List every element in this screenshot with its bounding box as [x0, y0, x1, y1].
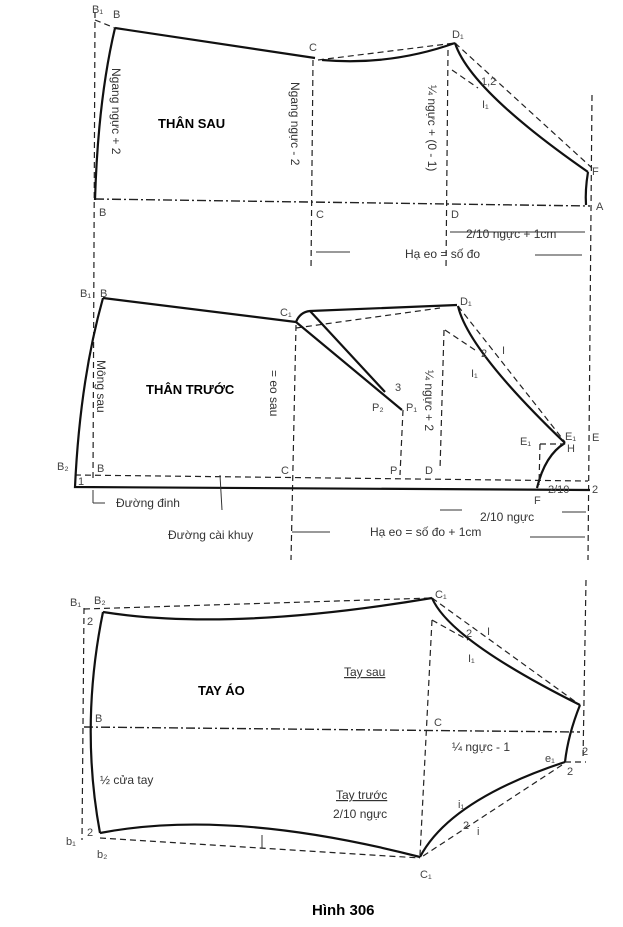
point-label: B — [99, 207, 106, 219]
two-label: 2 — [87, 616, 93, 628]
two-label: 2 — [466, 628, 472, 640]
front-curve-label: 2 — [481, 348, 487, 360]
point-label: b₂ — [97, 849, 107, 861]
point-label: C — [281, 465, 289, 477]
point-label: C₁ — [420, 869, 432, 881]
two-label: 2 — [463, 820, 469, 832]
point-label: I₁ — [471, 368, 478, 380]
point-label: 1 — [78, 476, 84, 488]
back-neck-label: 2/10 ngực + 1cm — [466, 227, 556, 241]
two-label: 2 — [582, 746, 588, 758]
point-label: i — [477, 826, 479, 838]
point-label: D₁ — [452, 29, 464, 41]
point-label: C — [434, 717, 442, 729]
back-waist-label: Hạ eo = số đo — [405, 247, 480, 261]
point-label: P₂ — [372, 402, 384, 414]
point-label: B₂ — [57, 461, 69, 473]
point-label: D — [451, 209, 459, 221]
point-label: D — [425, 465, 433, 477]
point-label: C — [316, 209, 324, 221]
buttonhole-line-label: Đường cài khuy — [168, 528, 253, 542]
front-small-label: 2/10 — [548, 484, 569, 496]
point-label: D₁ — [460, 296, 472, 308]
point-label: i₁ — [458, 799, 464, 811]
point-label: H — [567, 443, 575, 455]
point-label: B — [97, 463, 104, 475]
sleeve-back-label: Tay sau — [344, 665, 385, 679]
point-label: B — [100, 288, 107, 300]
point-label: B — [113, 9, 120, 21]
point-label: B — [95, 713, 102, 725]
front-waist-label: Hạ eo = số đo + 1cm — [370, 525, 481, 539]
point-label: I — [502, 345, 505, 357]
sleeve-front-label: Tay trước — [336, 788, 387, 802]
two-label: 2 — [87, 827, 93, 839]
sleeve-piece — [83, 596, 586, 859]
point-label: B₁ — [92, 4, 103, 16]
front-two-label: 2 — [592, 484, 598, 496]
point-label: C₁ — [435, 589, 447, 601]
point-label: e₁ — [545, 753, 555, 765]
figure-caption: Hình 306 — [312, 902, 375, 919]
point-label: b₁ — [66, 836, 76, 848]
point-label: F — [534, 495, 541, 507]
back-side-label: Ngang ngực + 2 — [109, 68, 123, 155]
point-label: E₁ — [565, 431, 576, 443]
back-piece — [93, 19, 593, 256]
front-neck-label: 2/10 ngực — [480, 510, 534, 524]
point-label: P₁ — [406, 402, 417, 414]
point-label: B₁ — [80, 288, 91, 300]
back-armhole-label: ¼ ngực + (0 - 1) — [425, 85, 439, 171]
cuff-label: ½ cửa tay — [100, 773, 153, 787]
point-label: I — [487, 626, 490, 638]
point-label: B₁ — [70, 597, 81, 609]
front-mid-label: = eo sau — [267, 370, 281, 416]
sleeve-title: TAY ÁO — [198, 683, 245, 698]
sleeve-front-sub-label: 2/10 ngực — [333, 807, 387, 821]
front-armhole-label: ¼ ngực + 2 — [422, 370, 436, 431]
front-piece — [73, 296, 591, 538]
back-curve-label: 1,2 — [481, 76, 496, 88]
back-title: THÂN SAU — [158, 116, 225, 131]
point-label: I₁ — [468, 653, 475, 665]
point-label: I₁ — [482, 99, 489, 111]
point-label: P — [390, 465, 397, 477]
back-mid-label: Ngang ngực - 2 — [288, 82, 302, 166]
point-label: E — [592, 432, 599, 444]
front-title: THÂN TRƯỚC — [146, 382, 235, 397]
point-label: C — [309, 42, 317, 54]
vertical-guides — [81, 11, 593, 856]
point-label: E₁ — [520, 436, 531, 448]
point-label: F — [592, 166, 599, 178]
point-label: B₂ — [94, 595, 106, 607]
button-line-label: Đường đinh — [116, 496, 180, 510]
point-label: A — [596, 201, 604, 213]
cap-label: ¼ ngực - 1 — [452, 740, 510, 754]
dart-label: 3 — [395, 382, 401, 394]
point-label: C₁ — [280, 307, 292, 319]
front-side-label: Mông sau — [94, 360, 108, 413]
two-label: 2 — [567, 766, 573, 778]
